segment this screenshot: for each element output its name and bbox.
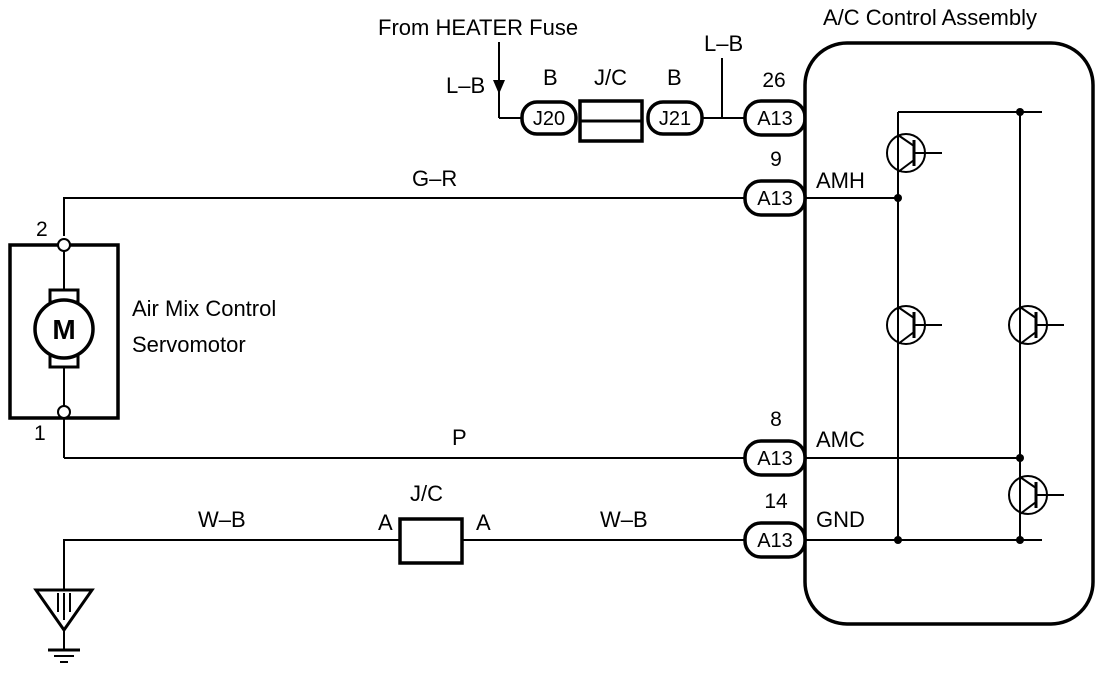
wire-w-b-left <box>63 539 400 590</box>
terminal-amc-label: AMC <box>816 427 865 452</box>
fuse-feed-arrow <box>493 80 505 94</box>
wire-color-gnd-right: W–B <box>600 507 648 532</box>
motor-pin-2-label: 2 <box>36 218 48 241</box>
wire-color-to-a13-26: L–B <box>704 31 743 56</box>
terminal-amh-label: AMH <box>816 168 865 193</box>
connector-j21-label: J21 <box>659 108 691 130</box>
connector-a13-pin9-label: A13 <box>757 188 793 210</box>
ground-icon <box>33 588 95 663</box>
jc-bottom-label: J/C <box>410 481 443 506</box>
junction-connector-bottom <box>398 517 464 565</box>
pin-26-label: 26 <box>762 69 785 92</box>
connector-a13-pin8-label: A13 <box>757 448 793 470</box>
wire-g-r <box>63 197 745 236</box>
wire-color-p: P <box>452 425 467 450</box>
transistor-q4-icon <box>1008 475 1064 515</box>
connector-a13-pin9 <box>743 179 807 217</box>
jc-bottom-pin-right: A <box>476 510 491 535</box>
jc-top-label: J/C <box>594 65 627 90</box>
motor-terminal-2 <box>57 238 71 252</box>
assembly-label: A/C Control Assembly <box>823 5 1037 30</box>
fuse-source-label: From HEATER Fuse <box>378 15 578 40</box>
motor-terminal-1 <box>57 405 71 419</box>
wire-color-g-r: G–R <box>412 166 457 191</box>
motor-icon <box>33 298 95 360</box>
servomotor-label-line1: Air Mix Control <box>132 296 276 321</box>
transistor-q1-icon <box>886 133 942 173</box>
motor-pin-1-label: 1 <box>34 422 46 445</box>
pin-14-label: 14 <box>764 490 788 513</box>
junction-dot-amc <box>1016 454 1024 462</box>
motor-symbol: M <box>52 314 75 345</box>
ac-control-assembly <box>803 41 1095 626</box>
wire-color-j21: B <box>667 65 682 90</box>
connector-a13-pin14 <box>743 521 807 559</box>
servomotor-label-line2: Servomotor <box>132 332 246 357</box>
connector-a13-pin14-label: A13 <box>757 530 793 552</box>
junction-dot-gnd-left <box>894 536 902 544</box>
connector-a13-pin8 <box>743 439 807 477</box>
pin-9-label: 9 <box>770 148 782 171</box>
wire-color-fuse-in: L–B <box>446 73 485 98</box>
wire-color-gnd-left: W–B <box>198 507 246 532</box>
wire-color-j20: B <box>543 65 558 90</box>
transistor-q2-icon <box>886 305 942 345</box>
junction-dot-gnd-right <box>1016 536 1024 544</box>
jc-bottom-pin-left: A <box>378 510 393 535</box>
connector-a13-pin26-label: A13 <box>757 108 793 130</box>
pin-8-label: 8 <box>770 408 782 431</box>
connector-j20 <box>520 100 578 136</box>
connector-j20-label: J20 <box>533 108 565 130</box>
terminal-gnd-label: GND <box>816 507 865 532</box>
transistor-q3-icon <box>1008 305 1064 345</box>
